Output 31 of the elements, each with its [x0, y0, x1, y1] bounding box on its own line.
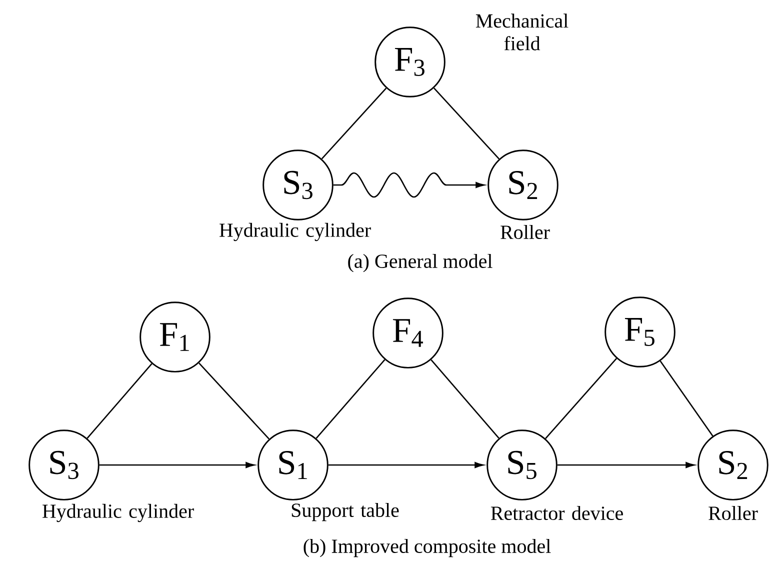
node-caption: Roller: [708, 506, 758, 520]
node-caption: Retractor device: [490, 506, 623, 520]
figure-caption: (a) General model: [348, 254, 492, 272]
circle-node: F$_{1}$: [140, 302, 210, 372]
circle-node: S$_{3}$: [28, 430, 100, 500]
circle-node: S$_{1}$: [258, 430, 328, 500]
circle-node: F$_{5}$: [604, 296, 676, 368]
arrow: [557, 462, 695, 468]
connector-line: [198, 362, 270, 440]
arrow: [328, 462, 484, 468]
arrow: [99, 462, 255, 468]
connector-line: [545, 358, 618, 439]
connector-line: [433, 88, 500, 160]
connector-line: [86, 363, 152, 439]
connector-line: [430, 359, 500, 439]
circle-node: S$_{3}$: [262, 150, 334, 220]
circle-node: S$_{5}$: [486, 430, 558, 500]
connector-line: [316, 359, 386, 439]
connector-line: [660, 360, 714, 436]
node-caption: Support table: [292, 502, 399, 522]
connector-line: [321, 88, 387, 160]
wavy-arrow: [333, 172, 485, 198]
node-caption: Mechanical field: [476, 14, 568, 50]
circle-node: F$_{4}$: [372, 298, 444, 368]
circle-node: S$_{2}$: [698, 430, 768, 500]
figure-caption: (b) Improved composite model: [304, 538, 551, 558]
circle-node: F$_{3}$: [374, 26, 446, 98]
node-caption: Hydraulic cylinder: [42, 504, 194, 522]
circle-node: S$_{2}$: [488, 150, 558, 220]
node-caption: Roller: [500, 224, 550, 240]
node-caption: Hydraulic cylinder: [220, 222, 371, 242]
